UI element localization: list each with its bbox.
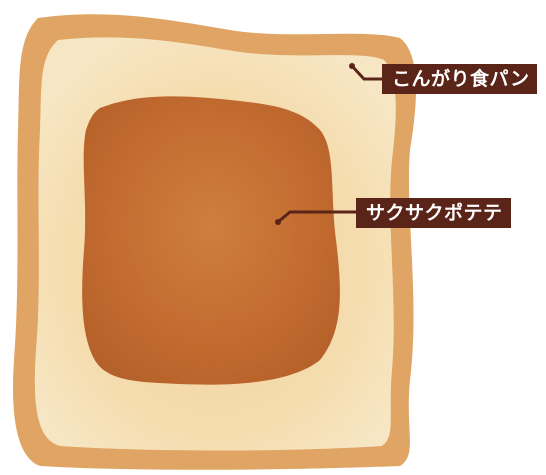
potato-topping bbox=[82, 96, 340, 385]
leader-line-topping bbox=[277, 210, 358, 224]
label-bread: こんがり食パン bbox=[382, 64, 538, 94]
label-topping: サクサクポテテ bbox=[356, 198, 511, 228]
leader-line-bread bbox=[350, 64, 384, 81]
